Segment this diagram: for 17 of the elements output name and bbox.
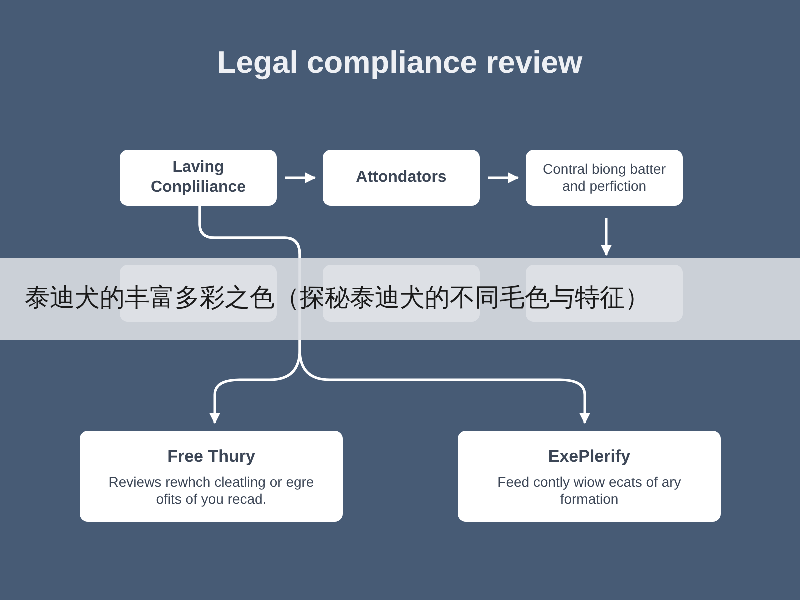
box-heading: ExePlerify — [548, 446, 631, 468]
overlay-banner: 泰迪犬的丰富多彩之色（探秘泰迪犬的不同毛色与特征） — [0, 258, 800, 340]
arrow — [488, 172, 520, 184]
process-box — [120, 150, 277, 206]
box-heading: Free Thury — [168, 446, 256, 468]
arrow — [285, 172, 316, 184]
process-box — [323, 150, 480, 206]
diagram-title: Legal compliance review — [216, 44, 584, 82]
box-description: Reviews rewhch cleatling or egre ofits of you recad. — [108, 474, 316, 509]
arrow — [600, 218, 612, 256]
box-description: Feed contly wiow ecats of ary formation — [496, 474, 682, 509]
box-heading: Attondators — [356, 168, 447, 188]
process-box — [458, 431, 721, 522]
box-heading: Contral biong batter and perfiction — [542, 160, 667, 196]
process-box — [80, 431, 343, 522]
box-heading: Laving Conpliliance — [150, 158, 248, 198]
process-box — [526, 150, 683, 206]
